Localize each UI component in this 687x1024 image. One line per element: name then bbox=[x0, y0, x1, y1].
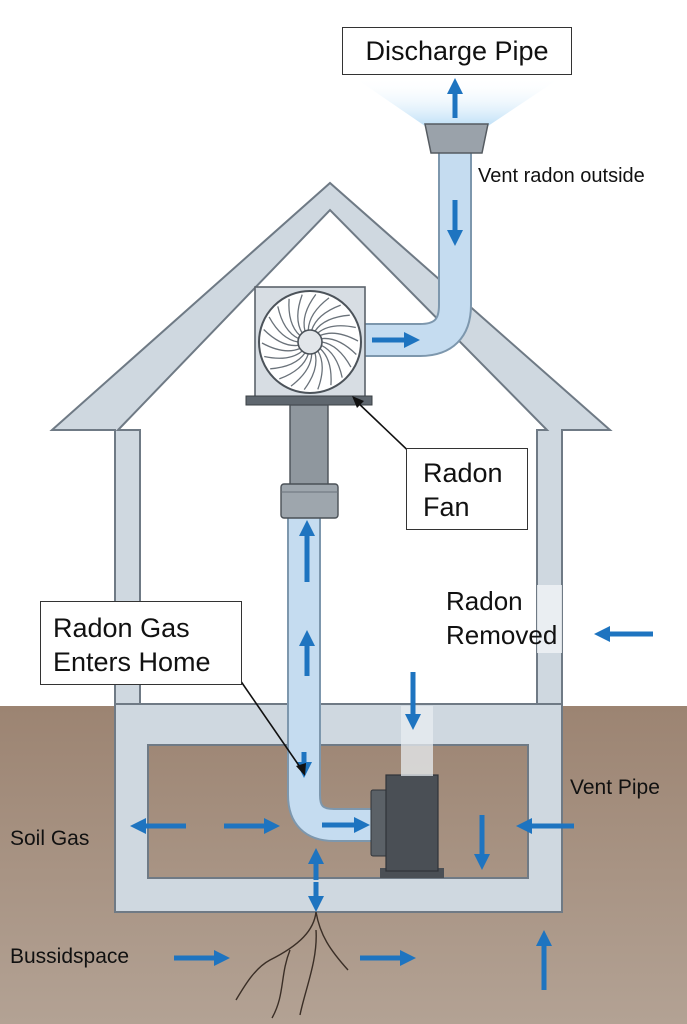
fan-icon bbox=[258, 290, 362, 394]
fan-blade bbox=[321, 344, 343, 378]
fan-blade bbox=[314, 314, 350, 332]
fan-blade bbox=[317, 350, 323, 390]
fan-blade bbox=[279, 353, 309, 380]
radon-removed-label: Radon Removed bbox=[446, 584, 557, 652]
radon-gas-line-2: Enters Home bbox=[53, 647, 211, 677]
leader-arrowhead bbox=[352, 396, 364, 408]
fan-blade bbox=[321, 337, 357, 355]
ground bbox=[0, 706, 687, 1024]
basement-unit bbox=[385, 774, 439, 872]
radon-fan-line-2: Fan bbox=[423, 492, 470, 522]
basement-unit-stand bbox=[380, 868, 444, 878]
fan-blade bbox=[263, 329, 299, 347]
wall-opening bbox=[537, 585, 562, 653]
fan-blade bbox=[311, 304, 341, 331]
fan-blade bbox=[303, 294, 317, 332]
fan-blade bbox=[317, 325, 356, 334]
fan-blade bbox=[288, 298, 301, 336]
fan-blade bbox=[264, 350, 303, 359]
fan-motor bbox=[289, 404, 329, 486]
radon-removed-line-1: Radon bbox=[446, 586, 523, 616]
fan-blade bbox=[261, 342, 301, 352]
discharge-pipe-label: Discharge Pipe bbox=[342, 27, 572, 75]
flow-arrows bbox=[129, 77, 653, 990]
fan-blade bbox=[270, 352, 306, 370]
radon-fan-label: Radon Fan bbox=[406, 448, 528, 530]
soil-cracks bbox=[235, 911, 349, 1019]
radon-gas-line-1: Radon Gas bbox=[53, 613, 190, 643]
fan-blade bbox=[307, 297, 330, 331]
leader-arrowhead bbox=[296, 763, 306, 776]
bussidspace-label: Bussidspace bbox=[10, 945, 130, 968]
fan-blade bbox=[303, 352, 317, 390]
radon-gas-enters-home-label: Radon Gas Enters Home bbox=[40, 601, 242, 685]
fan-blade bbox=[319, 332, 359, 342]
fan-blade bbox=[319, 348, 332, 386]
soil-gas-label: Soil Gas bbox=[10, 827, 90, 850]
fan-blade bbox=[277, 306, 299, 340]
radon-removed-line-2: Removed bbox=[446, 620, 558, 650]
radon-fan-line-1: Radon bbox=[423, 458, 503, 488]
discharge-cap bbox=[424, 123, 489, 154]
fan-blade bbox=[268, 316, 299, 343]
fan-blade bbox=[297, 294, 303, 334]
fan-blade bbox=[290, 353, 313, 387]
basement-unit-intake bbox=[401, 706, 433, 776]
vent-radon-outside-label: Vent radon outside bbox=[478, 165, 645, 187]
fan-blade bbox=[321, 341, 352, 368]
pipe-coupler bbox=[280, 483, 339, 519]
vent-pipe-label: Vent Pipe bbox=[570, 776, 660, 799]
